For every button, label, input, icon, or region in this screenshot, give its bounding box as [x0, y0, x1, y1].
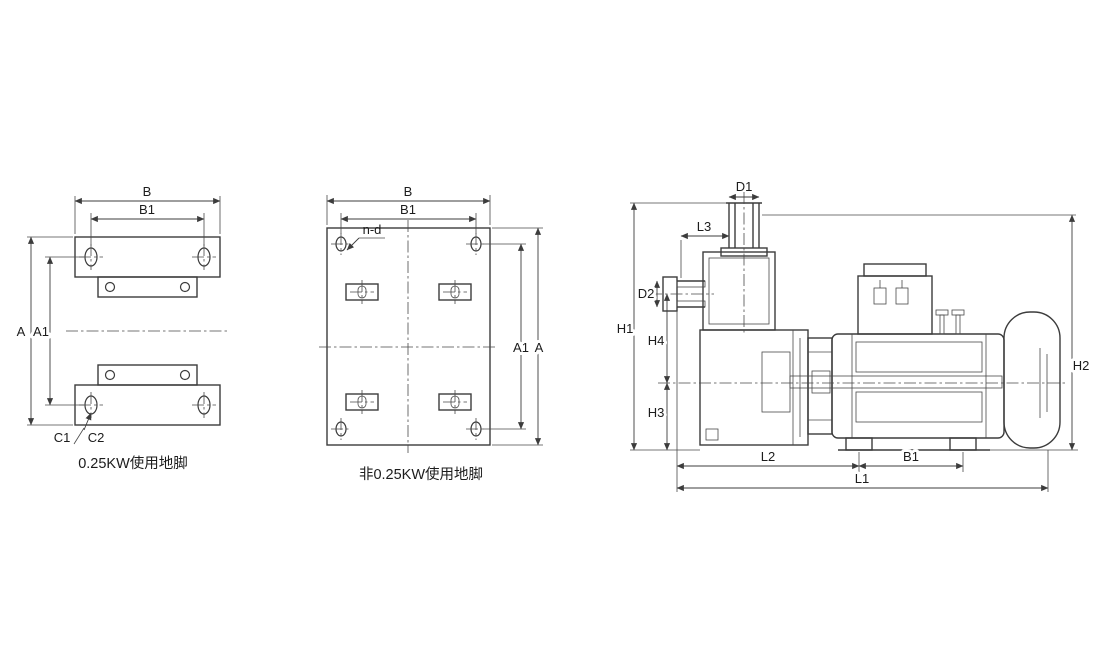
motor-through-bolts — [935, 309, 965, 335]
dim-label-pump-l1: L1 — [855, 471, 869, 486]
dim-label-pump-d1: D1 — [736, 179, 753, 194]
pump-casing — [699, 251, 833, 446]
dim-label-pump-h4: H4 — [648, 333, 665, 348]
dim-label-pump-l2: L2 — [761, 449, 775, 464]
dim-label-pump-h3: H3 — [648, 405, 665, 420]
dim-label-pump-l3: L3 — [697, 219, 711, 234]
dim-label-foot-c2: C2 — [88, 430, 105, 445]
dim-label-pump-d2: D2 — [638, 286, 655, 301]
pump-shaft — [789, 370, 1003, 394]
motor-feet — [838, 437, 990, 451]
plate-corner-holes — [331, 233, 486, 440]
plate-view-caption: 非0.25KW使用地脚 — [359, 466, 483, 483]
plate-dimension-lines — [326, 195, 543, 446]
dim-label-pump-b1: B1 — [903, 449, 919, 464]
dim-label-plate-nd: n-d — [363, 222, 382, 237]
dim-label-plate-a: A — [535, 340, 544, 355]
motor-body — [831, 333, 1005, 439]
foot-top-bracket — [74, 236, 221, 298]
base-plate-outline — [326, 227, 491, 446]
view-foot-025kw: B B1 A A1 C1 C2 0.25KW使用地脚 — [14, 184, 229, 472]
dim-label-plate-b1: B1 — [400, 202, 416, 217]
pump-dimension-lines — [630, 193, 1078, 492]
foot-dimension-lines — [27, 196, 221, 445]
foot-view-caption: 0.25KW使用地脚 — [78, 455, 188, 472]
dim-label-foot-a: A — [17, 324, 26, 339]
dim-label-foot-b: B — [143, 184, 152, 199]
dim-label-plate-a1: A1 — [513, 340, 529, 355]
dim-label-pump-h1: H1 — [617, 321, 634, 336]
dim-label-plate-b: B — [404, 184, 413, 199]
view-pump-side: D1 L3 D2 H1 H4 H3 H2 L2 B1 L1 — [614, 179, 1092, 492]
foot-bottom-bracket — [74, 364, 221, 426]
terminal-box — [857, 263, 933, 335]
fan-cover — [1003, 311, 1061, 449]
dim-label-foot-c1: C1 — [54, 430, 71, 445]
plate-bolt-pads — [345, 280, 472, 414]
dim-label-foot-a1: A1 — [33, 324, 49, 339]
dim-label-pump-h2: H2 — [1073, 358, 1090, 373]
view-base-plate: B B1 n-d A1 A 非0.25KW使用地脚 — [319, 184, 547, 483]
dim-label-foot-b1: B1 — [139, 202, 155, 217]
